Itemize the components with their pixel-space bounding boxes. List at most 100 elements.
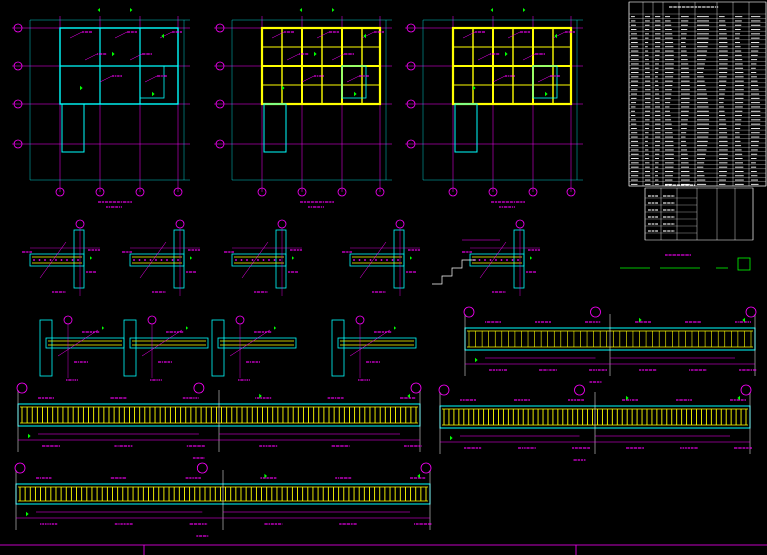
table-cell-text <box>735 158 743 159</box>
rebar-dot <box>511 259 514 261</box>
table-cell-text <box>645 132 649 134</box>
leader-line <box>129 53 143 61</box>
table-cell-text <box>697 132 709 134</box>
rebar-dot <box>144 259 146 261</box>
table-cell-text <box>631 16 635 18</box>
table-cell-text <box>631 29 637 30</box>
table-cell-text <box>719 29 727 30</box>
triangle-flag-icon <box>97 8 100 12</box>
table-cell-text <box>735 128 741 129</box>
rebar-dot <box>138 259 141 261</box>
sheet-frame <box>0 544 767 555</box>
table-cell-text <box>655 16 661 18</box>
table-cell-text <box>655 140 661 142</box>
table-cell-text <box>645 76 651 78</box>
table-cell-text <box>631 93 638 95</box>
table-cell-text <box>751 123 761 125</box>
grid-bubble-icon <box>55 187 65 197</box>
grid-bubble-icon <box>566 187 576 197</box>
table-cell-text <box>751 128 760 129</box>
table-cell-text <box>681 145 687 147</box>
table-cell-text <box>751 24 761 26</box>
triangle-flag-icon <box>130 8 133 12</box>
table-cell-text <box>697 145 708 147</box>
table-cell-text <box>655 50 660 52</box>
table-cell-text <box>681 85 690 86</box>
table-cell-text <box>655 93 660 95</box>
table-cell-text <box>697 42 709 43</box>
table-cell-text <box>665 128 673 129</box>
triangle-flag-icon <box>259 393 262 399</box>
table-cell-text <box>697 162 705 164</box>
rebar-dot <box>495 259 497 261</box>
table-cell-text <box>697 171 704 172</box>
triangle-flag-icon <box>394 326 397 330</box>
table-cell-text <box>697 149 707 151</box>
grid-bubble-icon <box>740 384 752 396</box>
beam-elevations-group <box>14 306 757 537</box>
table-cell-text <box>735 93 744 95</box>
grid-bubble-icon <box>420 462 432 474</box>
rebar-dot <box>484 259 486 261</box>
section-cut-line <box>349 329 391 357</box>
table-cell-text <box>655 85 659 86</box>
table-cell-text <box>697 115 710 116</box>
section-cut-line <box>139 241 167 279</box>
table-cell-text <box>655 67 659 69</box>
table-cell-text <box>697 183 707 185</box>
table-cell-text <box>697 59 706 61</box>
table-cell-text <box>697 46 708 48</box>
triangle-flag-icon <box>523 8 526 12</box>
grid-bubble-icon <box>745 306 757 318</box>
rebar-dot <box>44 259 46 261</box>
table-cell-text <box>681 42 686 43</box>
table-cell-text <box>735 89 744 91</box>
table-cell-text <box>645 183 651 185</box>
table-cell-text <box>631 183 638 185</box>
beam-outline <box>337 337 417 349</box>
table-cell-text <box>719 93 725 95</box>
table-cell-text <box>645 59 649 61</box>
table-cell-text <box>735 50 742 52</box>
grid-bubble-icon <box>448 187 458 197</box>
rebar-dot <box>353 259 355 261</box>
table-cell-text <box>719 42 728 43</box>
table-cell-text <box>665 132 673 134</box>
table-cell-text <box>735 85 744 86</box>
grid-bubble-icon <box>574 384 585 396</box>
table-cell-text <box>665 24 672 26</box>
table-cell-text <box>645 93 651 95</box>
table-cell-text <box>697 97 708 99</box>
table-cell-text <box>719 76 727 78</box>
table-cell-text <box>719 102 724 104</box>
table-cell-text <box>645 158 650 159</box>
table-cell-text <box>655 24 661 26</box>
triangle-flag-icon <box>102 326 105 330</box>
table-cell-text <box>631 89 638 91</box>
table-cell-text <box>665 76 674 78</box>
table-cell-text <box>719 67 728 69</box>
table-cell-text <box>655 132 661 134</box>
table-cell-text <box>631 63 639 65</box>
table-cell-text <box>735 115 742 116</box>
table-cell-text <box>681 171 690 172</box>
rebar-dot <box>273 259 276 261</box>
rebar-dot <box>71 259 74 261</box>
table-cell-text <box>719 46 728 48</box>
grid-bubble-icon <box>406 61 416 71</box>
table-cell-text <box>631 136 638 138</box>
triangle-flag-icon <box>90 256 93 260</box>
grid-bubble-icon <box>215 139 225 149</box>
opening-outline <box>341 65 367 99</box>
table-cell-text <box>665 153 674 155</box>
table-cell-text <box>735 20 742 22</box>
leader-line <box>552 31 566 39</box>
leader-line <box>84 53 98 61</box>
grid-bubble-icon <box>528 187 538 197</box>
leader-line <box>361 31 375 39</box>
table-cell-text <box>655 42 661 43</box>
table-cell-text <box>681 158 689 159</box>
table-cell-text <box>681 89 690 91</box>
table-cell-text <box>665 63 674 65</box>
